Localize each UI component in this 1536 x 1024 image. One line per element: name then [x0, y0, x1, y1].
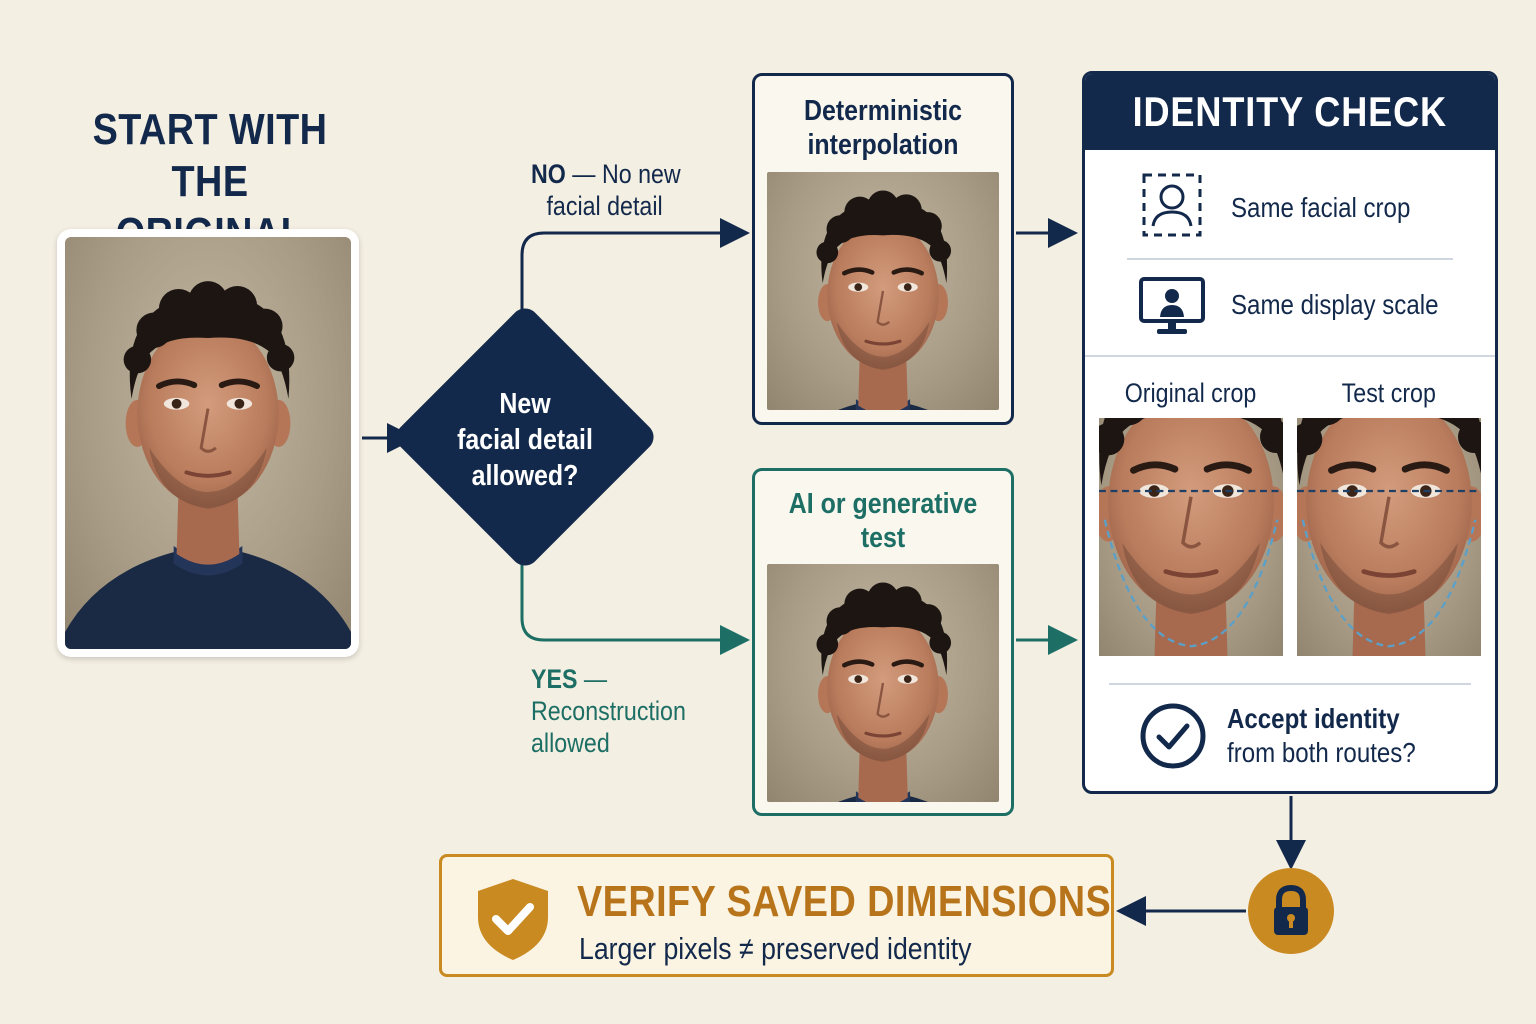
identity-check-panel: IDENTITY CHECK Same facial crop Same dis…	[1082, 71, 1498, 794]
test-crop-label: Test crop	[1341, 378, 1437, 408]
decision-question: New facial detail allowed?	[457, 388, 593, 492]
ai-portrait	[767, 564, 999, 802]
deterministic-route-box: Deterministic interpolation	[752, 73, 1014, 425]
check-item-facial-crop: Same facial crop	[1231, 192, 1411, 223]
divider	[1127, 258, 1453, 260]
face-crop-icon	[1141, 172, 1203, 238]
no-branch-label: NO — No new facial detail	[531, 159, 681, 221]
divider	[1085, 355, 1495, 357]
check-circle-icon	[1139, 702, 1207, 770]
original-crop-label: Original crop	[1125, 378, 1257, 408]
arrow-no-branch	[520, 218, 750, 325]
arrow-yes-branch	[520, 560, 750, 655]
lock-icon	[1248, 868, 1334, 954]
ai-route-title: AI or generative test	[788, 488, 978, 554]
verify-subtitle: Larger pixels ≠ preserved identity	[579, 931, 972, 966]
original-portrait	[65, 237, 351, 649]
accept-identity-question: Accept identity from both routes?	[1227, 703, 1416, 768]
original-photo-card	[57, 229, 359, 657]
test-crop-image	[1297, 418, 1481, 656]
original-crop-image	[1099, 418, 1283, 656]
divider	[1109, 683, 1471, 685]
ai-route-box: AI or generative test	[752, 468, 1014, 816]
identity-check-header: IDENTITY CHECK	[1085, 74, 1495, 150]
shield-check-icon	[472, 875, 554, 963]
monitor-person-icon	[1137, 275, 1207, 339]
check-item-display-scale: Same display scale	[1231, 289, 1439, 320]
deterministic-route-title: Deterministic interpolation	[803, 95, 962, 161]
yes-branch-label: YES — Reconstruction allowed	[531, 664, 686, 758]
verify-saved-dimensions-box: VERIFY SAVED DIMENSIONS Larger pixels ≠ …	[439, 854, 1114, 977]
deterministic-portrait	[767, 172, 999, 410]
verify-title: VERIFY SAVED DIMENSIONS	[577, 877, 1112, 926]
